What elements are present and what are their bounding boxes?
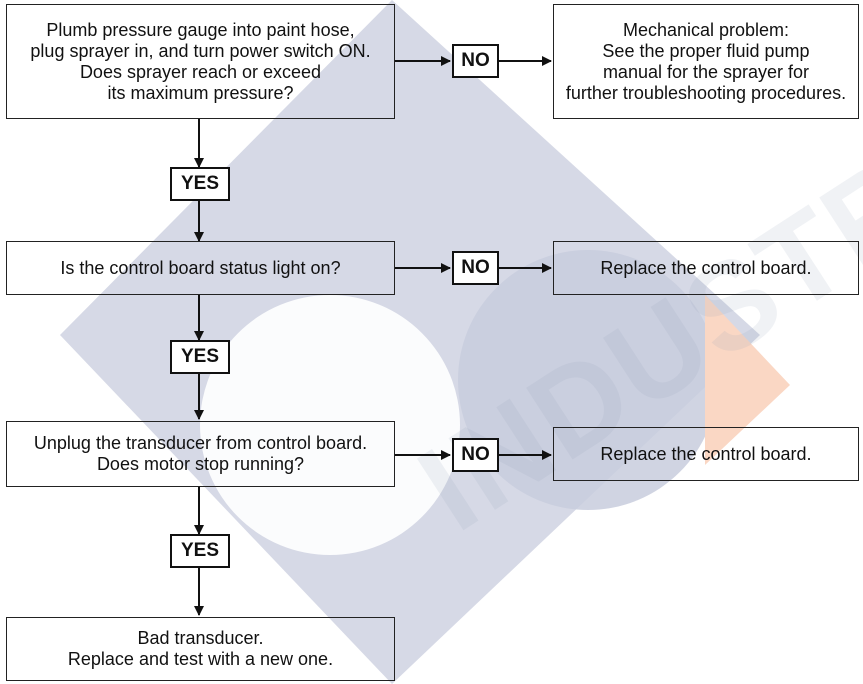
no-label-2: NO: [452, 251, 499, 285]
watermark-orange-triangle: [705, 295, 790, 465]
result-text-line: Replace the control board.: [600, 257, 812, 278]
result-replace-control-board-1: Replace the control board.: [553, 241, 859, 295]
no-label-3: NO: [452, 438, 499, 472]
result-text-line: Mechanical problem:: [622, 19, 790, 40]
result-replace-control-board-2: Replace the control board.: [553, 427, 859, 481]
result-text-line: further troubleshooting procedures.: [565, 82, 847, 103]
watermark-g-cutout: [200, 295, 460, 555]
step-text-line: Does sprayer reach or exceed: [79, 61, 322, 82]
yes-label-3: YES: [170, 534, 230, 568]
step-text-line: Unplug the transducer from control board…: [33, 433, 368, 453]
result-mechanical-problem: Mechanical problem: See the proper fluid…: [553, 4, 859, 119]
yes-label-2: YES: [170, 340, 230, 374]
result-text-line: Replace the control board.: [600, 443, 812, 464]
result-text-line: Replace and test with a new one.: [67, 649, 334, 669]
step-check-status-light: Is the control board status light on?: [6, 241, 395, 295]
result-text-line: Bad transducer.: [137, 628, 264, 648]
result-text-line: manual for the sprayer for: [602, 61, 810, 82]
result-text-line: See the proper fluid pump: [602, 40, 810, 61]
yes-label-1: YES: [170, 167, 230, 201]
step-text-line: Plumb pressure gauge into paint hose,: [46, 19, 355, 40]
result-bad-transducer: Bad transducer. Replace and test with a …: [6, 617, 395, 681]
watermark-circle: [458, 250, 718, 510]
no-label-1: NO: [452, 44, 499, 78]
step-unplug-transducer: Unplug the transducer from control board…: [6, 421, 395, 487]
step-text-line: its maximum pressure?: [107, 82, 294, 103]
step-text-line: plug sprayer in, and turn power switch O…: [30, 40, 371, 61]
step-check-max-pressure: Plumb pressure gauge into paint hose, pl…: [6, 4, 395, 119]
step-text-line: Does motor stop running?: [96, 454, 305, 474]
step-text-line: Is the control board status light on?: [60, 257, 341, 278]
